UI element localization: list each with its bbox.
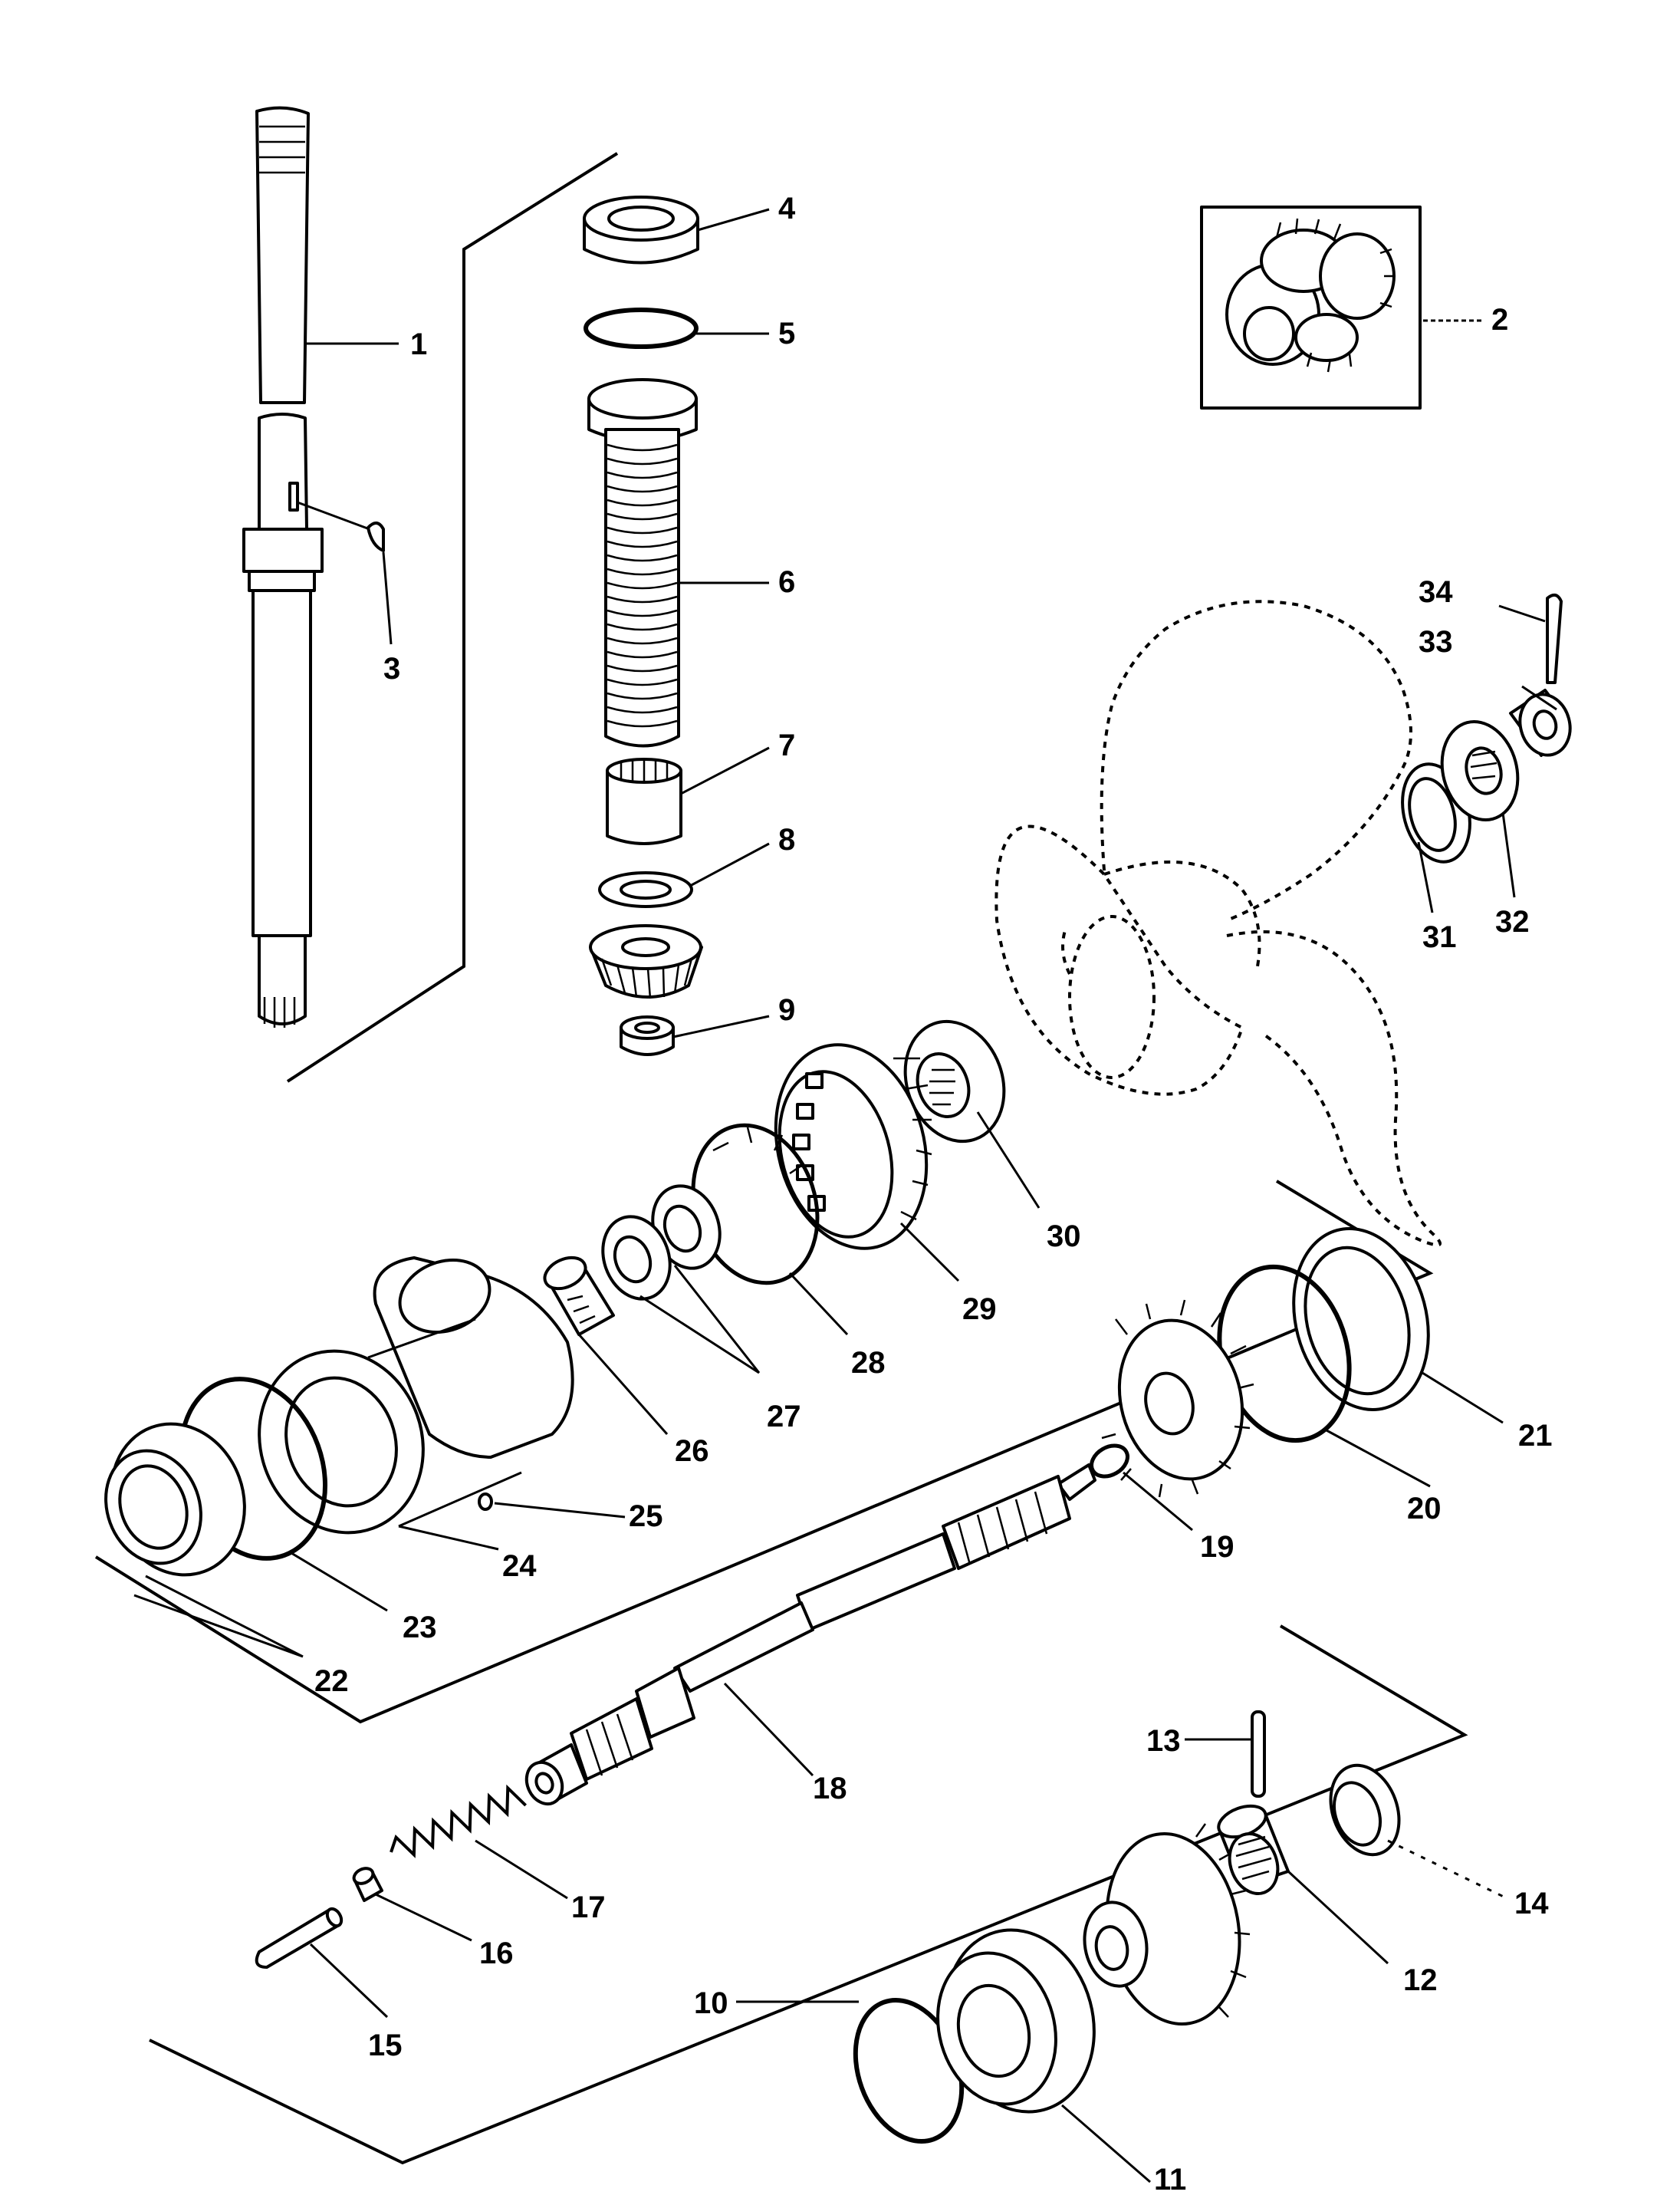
gear-set-inset: [1200, 206, 1422, 410]
cotter-pin: [1546, 593, 1563, 684]
callout-7: 7: [778, 729, 795, 762]
callout-1: 1: [410, 327, 427, 361]
callout-labels: 1 2 3 4 5 6 7 8 9 10 11 12 13 14 15 16 1…: [314, 192, 1553, 2195]
callout-3: 3: [383, 652, 400, 686]
propeller-outline: [995, 600, 1442, 1247]
o-ring-19: [1090, 1443, 1129, 1479]
shift-spring: [390, 1784, 527, 1858]
callout-8: 8: [778, 823, 795, 857]
callout-17: 17: [571, 1891, 606, 1924]
needle-bearing: [606, 758, 682, 845]
upper-bearing: [583, 196, 699, 265]
callout-15: 15: [368, 2029, 403, 2062]
cross-pin: [1251, 1710, 1266, 1798]
bearing-carrier: [258, 1256, 574, 1535]
callout-20: 20: [1407, 1492, 1442, 1525]
propeller-shaft: [524, 1463, 1096, 1806]
callout-24: 24: [502, 1549, 537, 1583]
callout-14: 14: [1514, 1887, 1549, 1920]
shim-8: [598, 871, 693, 908]
pinion-nut: [620, 1015, 675, 1056]
leader-lines: [133, 208, 1557, 2183]
callout-6: 6: [778, 565, 795, 599]
thrust-washer-30: [903, 1019, 1006, 1144]
callout-2: 2: [1491, 303, 1508, 337]
callout-29: 29: [962, 1292, 997, 1326]
callout-27: 27: [767, 1400, 801, 1433]
forward-gear: [1083, 1823, 1251, 2026]
reverse-gear: [1101, 1299, 1254, 1498]
callout-13: 13: [1146, 1724, 1181, 1758]
callout-32: 32: [1495, 905, 1530, 939]
callout-30: 30: [1047, 1219, 1081, 1253]
lower-assembly-bracket: [149, 1624, 1468, 2165]
callout-26: 26: [675, 1434, 709, 1468]
callout-31: 31: [1422, 920, 1457, 954]
callout-4: 4: [778, 192, 796, 225]
carrier-needle-bearing: [543, 1255, 615, 1336]
callout-11: 11: [1154, 2163, 1186, 2195]
shim-21: [1292, 1227, 1430, 1411]
callout-21: 21: [1518, 1419, 1553, 1453]
woodruff-key: [367, 522, 385, 552]
callout-9: 9: [778, 993, 795, 1027]
spring-guide: [352, 1867, 383, 1902]
carrier-seal-22: [104, 1422, 246, 1577]
callout-28: 28: [851, 1346, 886, 1380]
upper-left-bracket: [286, 152, 619, 1083]
carrier-bearings-27: [601, 1184, 722, 1301]
callout-16: 16: [479, 1937, 514, 1970]
callout-34: 34: [1419, 575, 1453, 609]
callout-10: 10: [694, 1986, 728, 2020]
callout-18: 18: [813, 1772, 847, 1805]
locating-pin-25: [478, 1492, 493, 1511]
bearing-sleeve: [587, 378, 698, 748]
callout-25: 25: [629, 1499, 663, 1533]
callout-33: 33: [1419, 625, 1453, 659]
spline-washer-32: [1440, 719, 1520, 822]
callout-22: 22: [314, 1664, 349, 1698]
drive-shaft: [242, 106, 324, 1028]
callout-19: 19: [1200, 1530, 1235, 1564]
callout-12: 12: [1403, 1963, 1438, 1997]
shift-plunger: [255, 1907, 344, 1969]
pinion-gear: [589, 924, 703, 999]
callout-23: 23: [403, 1611, 437, 1644]
callout-5: 5: [778, 317, 795, 350]
retaining-spring-14: [1329, 1763, 1401, 1857]
forward-bearing: [936, 1928, 1096, 2114]
propeller-assembly-bracket: [94, 1180, 1434, 1724]
o-ring-5: [584, 308, 699, 349]
